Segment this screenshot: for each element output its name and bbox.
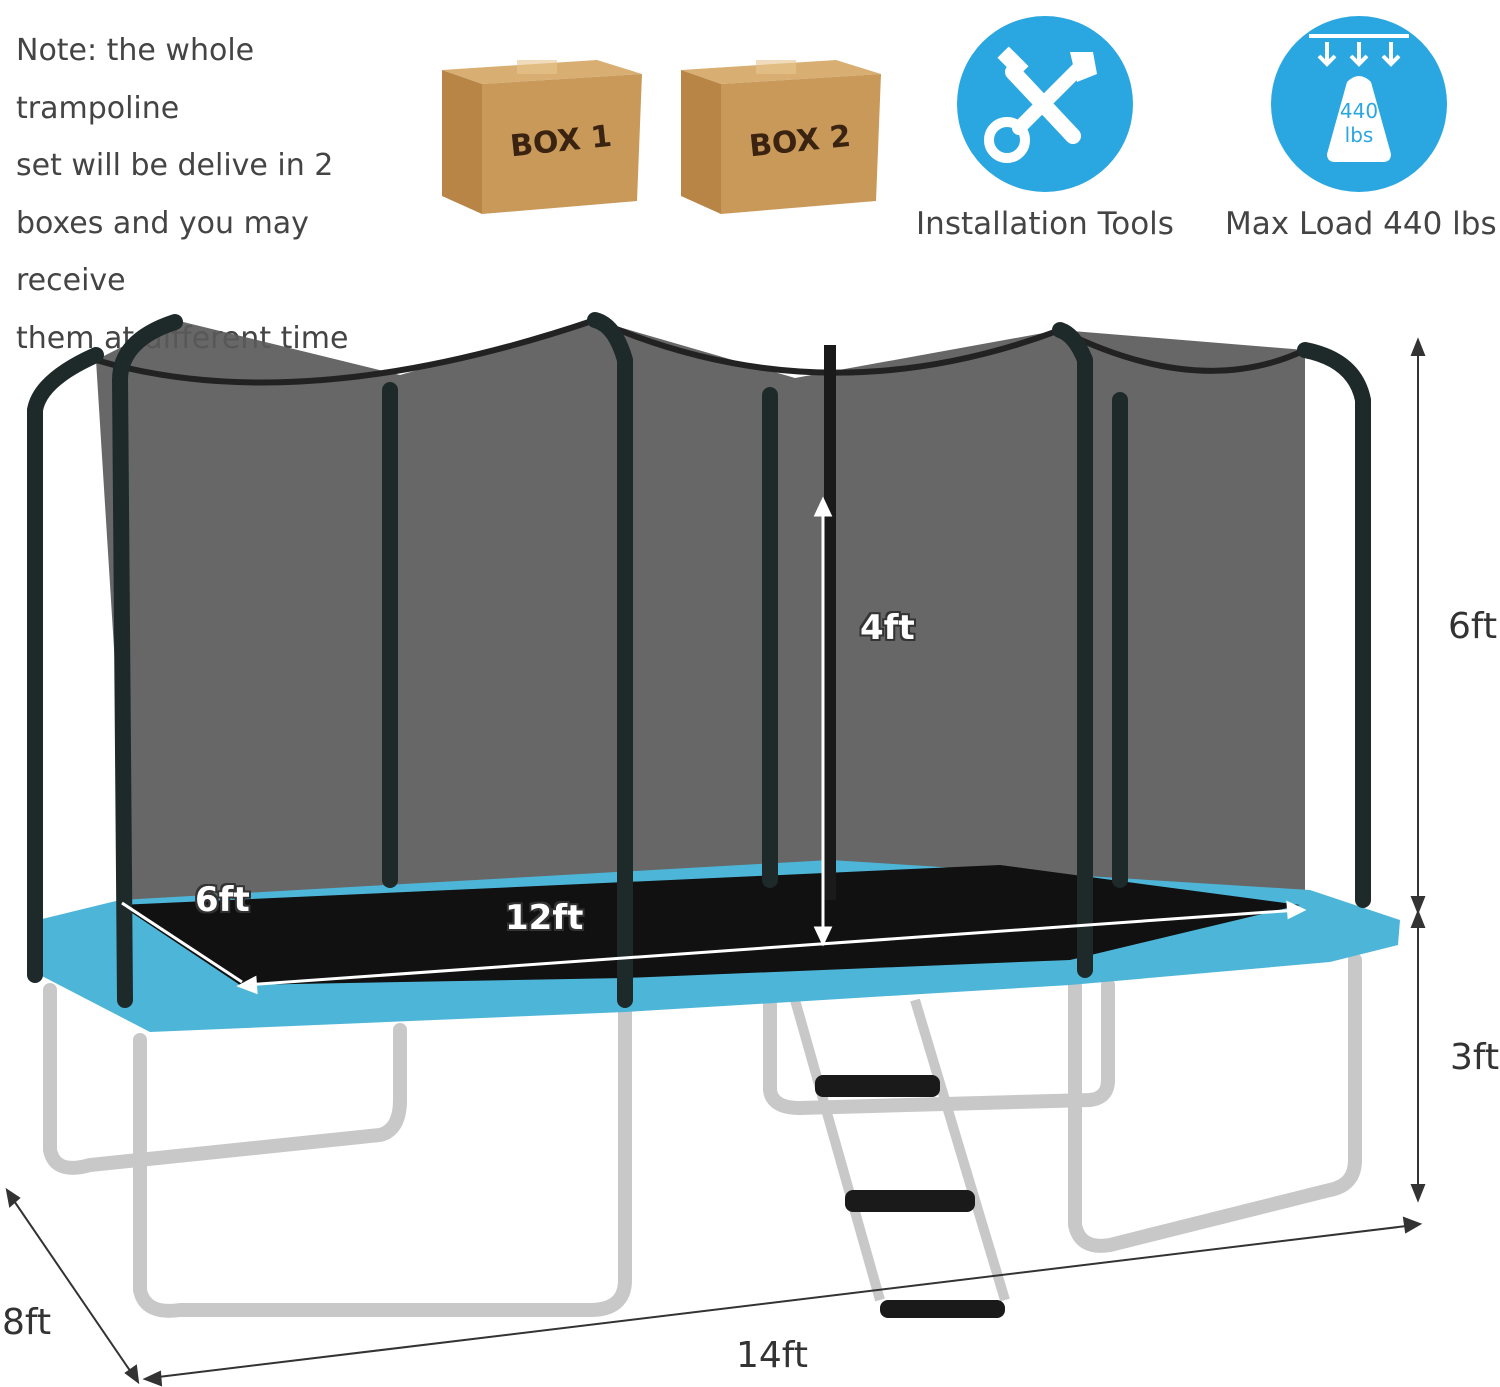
total-height-label: 6ft bbox=[1448, 606, 1498, 647]
box-1-image: BOX 1 bbox=[442, 60, 642, 214]
weight-icon-unit: lbs bbox=[1345, 123, 1374, 147]
note-line: set will be delive in 2 bbox=[16, 148, 334, 183]
tools-icon bbox=[957, 16, 1133, 192]
overall-length-label: 14ft bbox=[736, 1335, 808, 1376]
weight-icon-value: 440 bbox=[1340, 99, 1378, 123]
box-2-image: BOX 2 bbox=[681, 60, 881, 214]
weight-icon: 440 lbs bbox=[1271, 16, 1447, 192]
note-line: boxes and you may receive bbox=[16, 205, 309, 299]
overall-width-label: 8ft bbox=[2, 1302, 52, 1343]
installation-tools-label: Installation Tools bbox=[916, 206, 1174, 242]
mat-width-label: 6ft bbox=[195, 880, 250, 920]
max-load-label: Max Load 440 lbs bbox=[1225, 206, 1497, 242]
note-line: Note: the whole trampoline bbox=[16, 33, 255, 126]
mat-length-label: 12ft bbox=[505, 898, 584, 938]
frame-height-label: 3ft bbox=[1450, 1037, 1500, 1078]
net-height-label: 4ft bbox=[860, 608, 915, 648]
